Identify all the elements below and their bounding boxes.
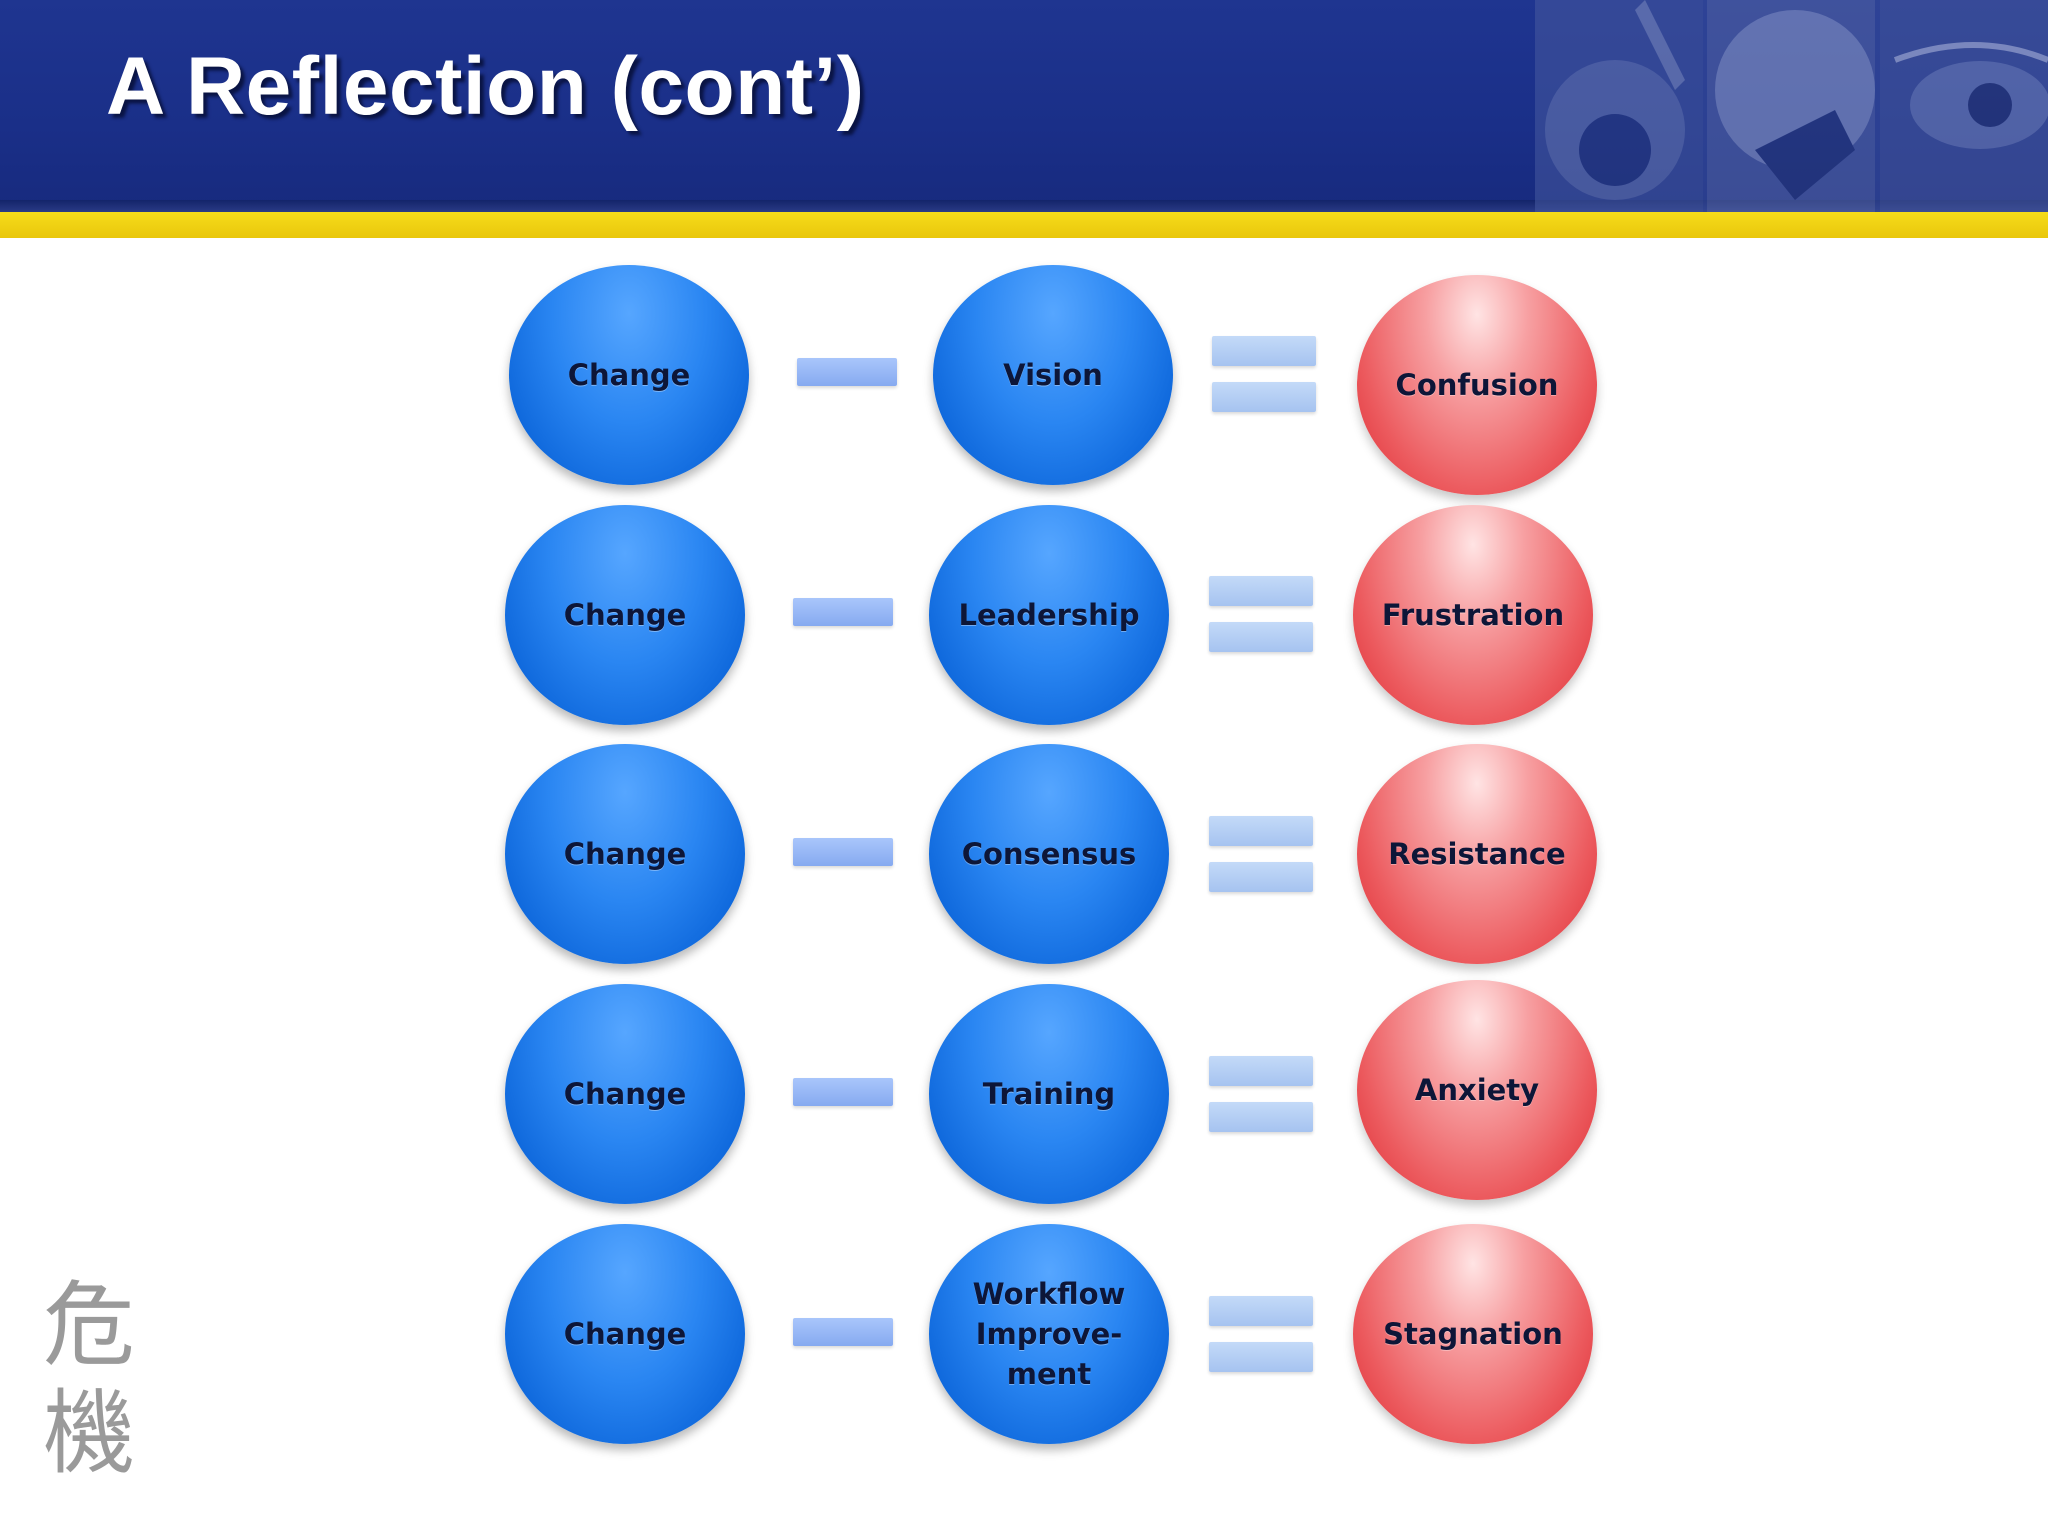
change-label: Change — [563, 1317, 687, 1351]
missing-factor-label: Consensus — [961, 837, 1137, 871]
result-circle-frustration: Frustration — [1353, 505, 1593, 725]
minus-sign — [793, 598, 893, 626]
change-circle-row-1: Change — [509, 265, 749, 485]
change-circle-row-5: Change — [505, 1224, 745, 1444]
equals-sign — [1209, 576, 1313, 660]
missing-factor-label: Workflow Improve-ment — [972, 1277, 1126, 1391]
result-label: Anxiety — [1414, 1073, 1540, 1107]
kanji-character-opportunity: 機 — [42, 1380, 135, 1487]
equals-sign — [1209, 1296, 1313, 1380]
missing-factor-circle-vision: Vision — [933, 265, 1173, 485]
equals-sign — [1209, 816, 1313, 900]
missing-factor-circle-leadership: Leadership — [929, 505, 1169, 725]
result-label: Frustration — [1381, 598, 1565, 632]
kanji-character-danger: 危 — [42, 1272, 135, 1379]
change-label: Change — [563, 598, 687, 632]
minus-sign — [793, 1078, 893, 1106]
minus-sign — [797, 358, 897, 386]
change-label: Change — [567, 358, 691, 392]
result-label: Resistance — [1388, 837, 1566, 871]
equals-sign — [1209, 1056, 1313, 1140]
minus-sign — [793, 838, 893, 866]
change-label: Change — [563, 837, 687, 871]
change-circle-row-4: Change — [505, 984, 745, 1204]
result-label: Stagnation — [1383, 1317, 1563, 1351]
missing-factor-circle-consensus: Consensus — [929, 744, 1169, 964]
change-circle-row-2: Change — [505, 505, 745, 725]
result-circle-resistance: Resistance — [1357, 744, 1597, 964]
minus-sign — [793, 1318, 893, 1346]
header-photo-collage — [1535, 0, 2048, 212]
crisis-kanji-watermark: 危 機 — [34, 1272, 144, 1488]
result-circle-anxiety: Anxiety — [1357, 980, 1597, 1200]
change-label: Change — [563, 1077, 687, 1111]
result-circle-stagnation: Stagnation — [1353, 1224, 1593, 1444]
equals-sign — [1212, 336, 1316, 420]
missing-factor-label: Vision — [1003, 358, 1103, 392]
missing-factor-circle-workflow-improvement: Workflow Improve-ment — [929, 1224, 1169, 1444]
result-label: Confusion — [1395, 368, 1559, 402]
missing-factor-circle-training: Training — [929, 984, 1169, 1204]
missing-factor-label: Leadership — [958, 598, 1140, 632]
change-circle-row-3: Change — [505, 744, 745, 964]
slide-title: A Reflection (cont’) — [106, 41, 865, 132]
gold-accent-bar — [0, 212, 2048, 238]
missing-factor-label: Training — [982, 1077, 1116, 1111]
result-circle-confusion: Confusion — [1357, 275, 1597, 495]
